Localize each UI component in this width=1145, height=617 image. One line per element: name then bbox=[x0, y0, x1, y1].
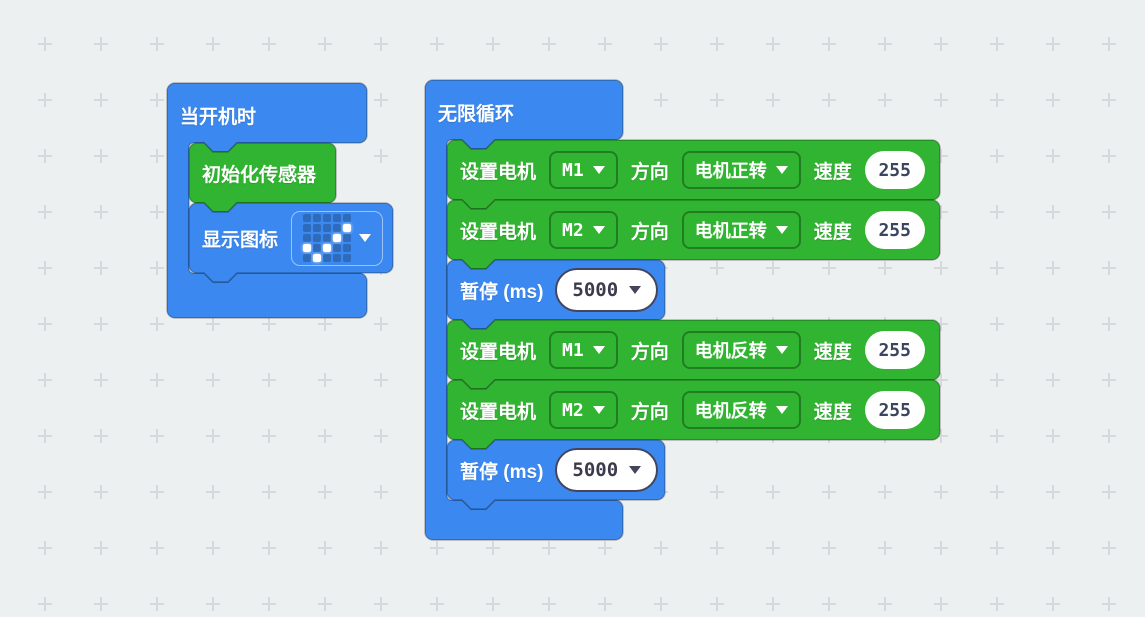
speed-value-field[interactable]: 255 bbox=[864, 211, 925, 249]
chevron-down-icon bbox=[592, 166, 605, 174]
led-dot bbox=[303, 224, 312, 232]
set-motor-block[interactable]: 设置电机 M2 方向 电机反转 速度 255 bbox=[446, 379, 941, 450]
motor-select-dropdown[interactable]: M2 bbox=[549, 391, 618, 429]
chevron-down-icon bbox=[592, 406, 605, 414]
set-motor-block[interactable]: 设置电机 M1 方向 电机正转 速度 255 bbox=[446, 139, 941, 210]
speed-label: 速度 bbox=[813, 401, 852, 423]
set-motor-block[interactable]: 设置电机 M1 方向 电机反转 速度 255 bbox=[446, 319, 941, 390]
led-dot bbox=[333, 214, 342, 222]
direction-label: 方向 bbox=[630, 341, 669, 363]
direction-select-dropdown[interactable]: 电机反转 bbox=[681, 391, 801, 429]
led-dot bbox=[343, 244, 352, 252]
speed-label: 速度 bbox=[813, 161, 852, 183]
led-dot bbox=[343, 234, 352, 242]
led-dot bbox=[313, 214, 322, 222]
led-dot bbox=[343, 254, 352, 262]
led-dot bbox=[313, 244, 322, 252]
led-dot bbox=[323, 244, 332, 252]
led-grid bbox=[303, 214, 352, 262]
motor-select-dropdown[interactable]: M2 bbox=[549, 211, 618, 249]
speed-value-field[interactable]: 255 bbox=[864, 151, 925, 189]
speed-label: 速度 bbox=[813, 221, 852, 243]
chevron-down-icon bbox=[629, 466, 642, 474]
direction-label: 方向 bbox=[630, 161, 669, 183]
led-dot bbox=[313, 254, 322, 262]
chevron-down-icon bbox=[592, 226, 605, 234]
set-motor-label: 设置电机 bbox=[460, 161, 537, 183]
chevron-down-icon bbox=[775, 346, 788, 354]
pause-block[interactable]: 暂停 (ms) 5000 bbox=[446, 439, 666, 510]
direction-label: 方向 bbox=[630, 221, 669, 243]
chevron-down-icon bbox=[775, 226, 788, 234]
pause-duration-dropdown[interactable]: 5000 bbox=[555, 448, 659, 492]
led-dot bbox=[333, 224, 342, 232]
led-dot bbox=[303, 254, 312, 262]
chevron-down-icon bbox=[775, 406, 788, 414]
speed-value-field[interactable]: 255 bbox=[864, 331, 925, 369]
led-dot bbox=[313, 234, 322, 242]
led-dot bbox=[343, 214, 352, 222]
show-icon-shape bbox=[188, 202, 394, 283]
led-dot bbox=[303, 244, 312, 252]
pause-label: 暂停 (ms) bbox=[460, 461, 544, 483]
pause-block[interactable]: 暂停 (ms) 5000 bbox=[446, 259, 666, 330]
led-dot bbox=[323, 224, 332, 232]
show-icon-label: 显示图标 bbox=[202, 229, 279, 251]
pause-label: 暂停 (ms) bbox=[460, 281, 544, 303]
chevron-down-icon bbox=[629, 286, 642, 294]
init-sensor-label: 初始化传感器 bbox=[202, 164, 317, 186]
set-motor-shape bbox=[446, 199, 941, 270]
led-dot bbox=[333, 244, 342, 252]
motor-select-dropdown[interactable]: M1 bbox=[549, 151, 618, 189]
direction-select-dropdown[interactable]: 电机反转 bbox=[681, 331, 801, 369]
set-motor-block[interactable]: 设置电机 M2 方向 电机正转 速度 255 bbox=[446, 199, 941, 270]
chevron-down-icon bbox=[775, 166, 788, 174]
led-dot bbox=[323, 234, 332, 242]
led-dot bbox=[303, 214, 312, 222]
direction-select-dropdown[interactable]: 电机正转 bbox=[681, 211, 801, 249]
led-dot bbox=[333, 234, 342, 242]
led-dot bbox=[313, 224, 322, 232]
led-dot bbox=[333, 254, 342, 262]
speed-value-field[interactable]: 255 bbox=[864, 391, 925, 429]
forever-label: 无限循环 bbox=[438, 104, 515, 125]
on-start-label: 当开机时 bbox=[180, 107, 257, 128]
chevron-down-icon bbox=[592, 346, 605, 354]
led-dot bbox=[303, 234, 312, 242]
led-dot bbox=[343, 224, 352, 232]
show-icon-block[interactable]: 显示图标 bbox=[188, 202, 394, 283]
chevron-down-icon bbox=[359, 234, 372, 242]
set-motor-label: 设置电机 bbox=[460, 401, 537, 423]
set-motor-label: 设置电机 bbox=[460, 221, 537, 243]
speed-label: 速度 bbox=[813, 341, 852, 363]
led-dot bbox=[323, 254, 332, 262]
pause-duration-dropdown[interactable]: 5000 bbox=[555, 268, 659, 312]
led-dot bbox=[323, 214, 332, 222]
set-motor-label: 设置电机 bbox=[460, 341, 537, 363]
set-motor-shape bbox=[446, 379, 941, 450]
direction-select-dropdown[interactable]: 电机正转 bbox=[681, 151, 801, 189]
motor-select-dropdown[interactable]: M1 bbox=[549, 331, 618, 369]
init-sensor-block[interactable]: 初始化传感器 bbox=[188, 142, 337, 213]
direction-label: 方向 bbox=[630, 401, 669, 423]
icon-dropdown-field[interactable] bbox=[291, 210, 383, 266]
